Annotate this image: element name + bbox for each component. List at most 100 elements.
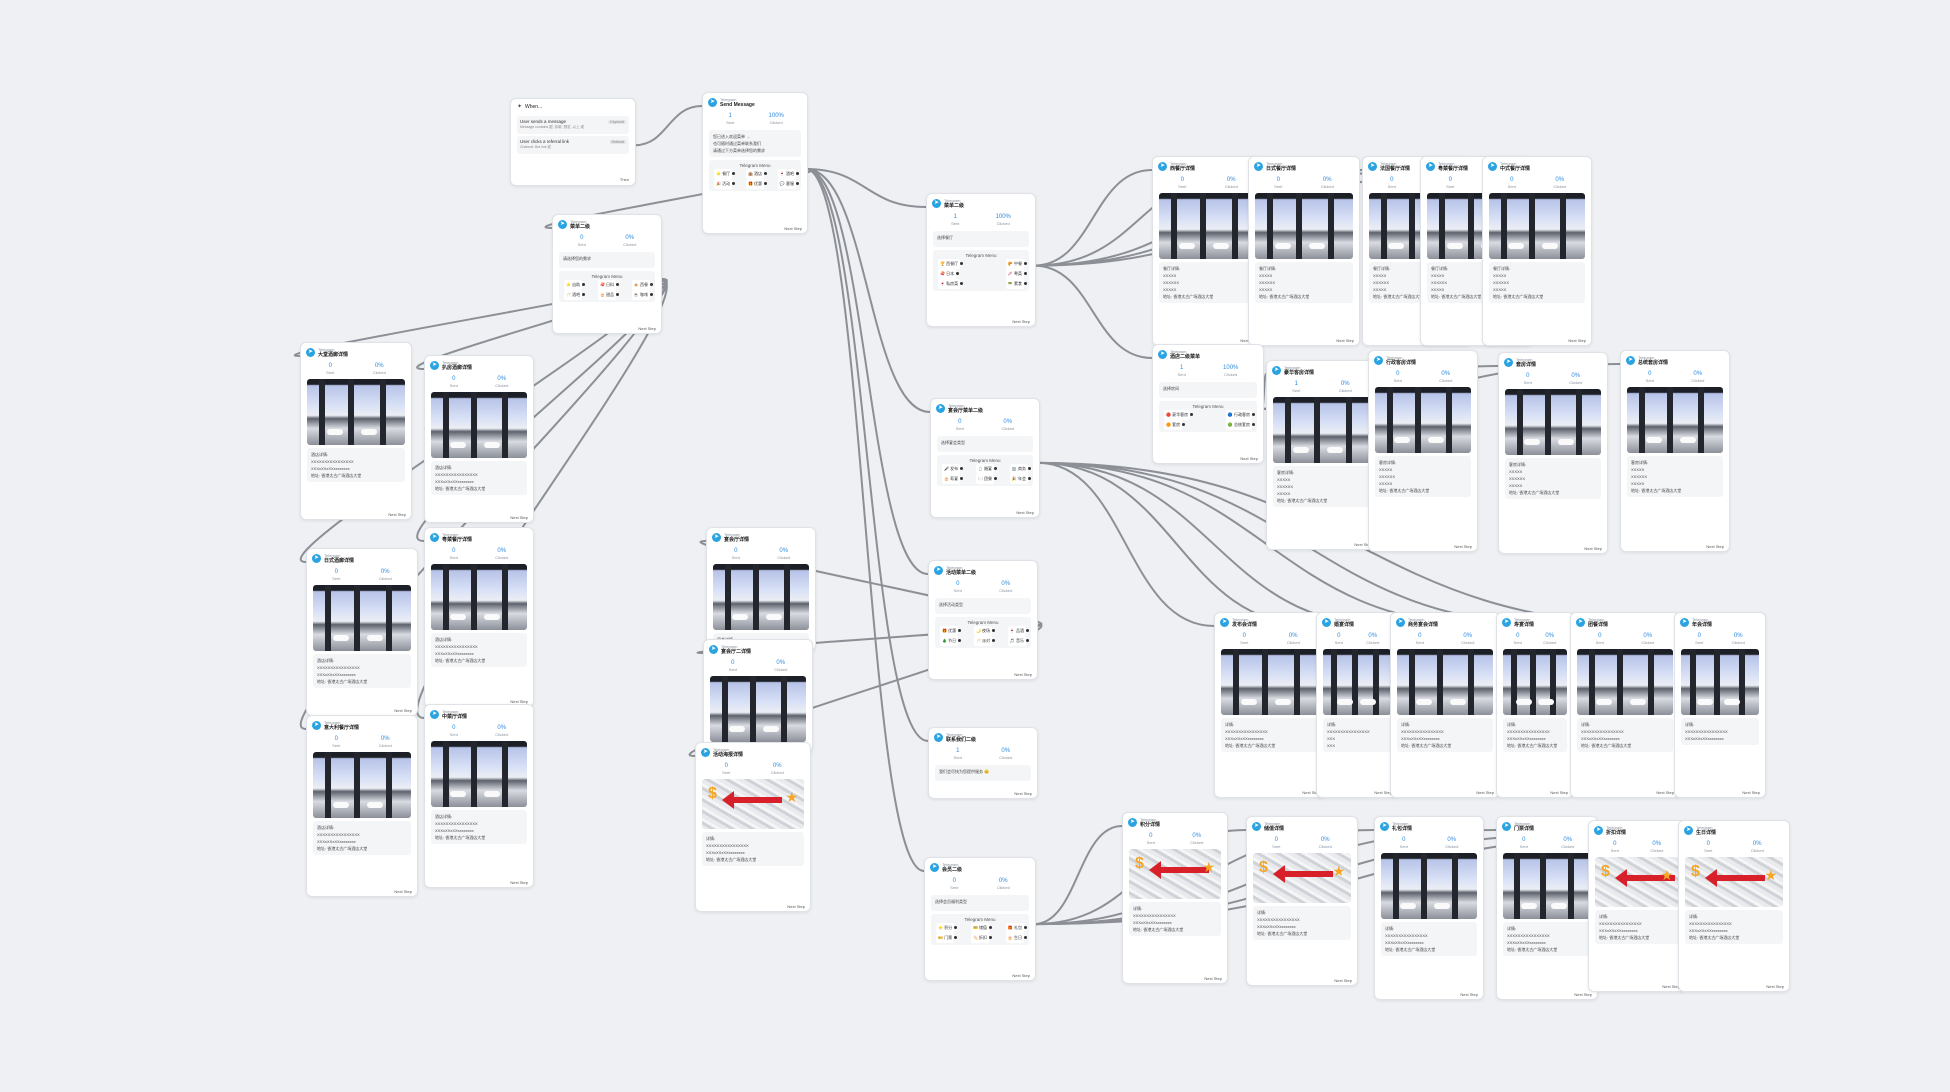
menu-button[interactable]: 🥂 派对	[973, 636, 996, 646]
next-step-label[interactable]: Next Step	[1374, 790, 1392, 795]
next-step-label[interactable]: Next Step	[388, 512, 406, 517]
next-step-label[interactable]: Next Step	[394, 708, 412, 713]
menu-button[interactable]: 🍽️ 团餐	[975, 474, 998, 484]
trigger-item-referral[interactable]: User clicks a referral link Channel: Bot…	[517, 136, 629, 154]
menu-button[interactable]: ⭐ 餐厅	[714, 169, 736, 179]
menu-button[interactable]: 🥂 酒吧	[564, 290, 586, 300]
next-step-label[interactable]: Next Step	[394, 889, 412, 894]
menu-button[interactable]: 🎵 音乐	[1007, 636, 1030, 646]
menu-button[interactable]: 🎄 节日	[940, 636, 962, 646]
menu-button[interactable]: 🎂 寿宴	[942, 474, 964, 484]
next-step-label[interactable]: Next Step	[784, 226, 802, 231]
menu-button[interactable]: 🎂 生日	[1005, 933, 1028, 943]
next-step-label[interactable]: Next Step	[1336, 338, 1354, 343]
menu-button[interactable]: 🟢 总统套房	[1225, 420, 1256, 430]
menu-button[interactable]: 🍷 酒吧	[777, 169, 800, 179]
menu-button[interactable]: 🎉 活动	[714, 179, 736, 189]
menu-button[interactable]: 🎫 门票	[936, 933, 958, 943]
menu-button[interactable]: 💍 婚宴	[975, 464, 998, 474]
menu-button[interactable]: 🟠 套房	[1164, 420, 1186, 430]
menu-button[interactable]: 🎤 发布	[942, 464, 964, 474]
next-step-label[interactable]: Next Step	[1240, 456, 1258, 461]
trigger-item-message[interactable]: User sends a message Message contains 银,…	[517, 116, 629, 134]
menu-button[interactable]: 🍷 私房菜	[938, 279, 964, 289]
menu-button[interactable]: 🏨 酒店	[745, 169, 768, 179]
menu-button[interactable]: 🍷 品酒	[1007, 626, 1030, 636]
next-step-label[interactable]: Next Step	[1204, 976, 1222, 981]
menu-button[interactable]: 🎉 年会	[1009, 474, 1032, 484]
menu-button[interactable]: 🎁 优惠	[745, 179, 768, 189]
menu-button[interactable]: ⭐ 自助	[564, 280, 586, 290]
next-step-label[interactable]: Next Step	[1584, 546, 1602, 551]
next-step-label[interactable]: Next Step	[1574, 992, 1592, 997]
menu-button[interactable]: ☕ 咖啡	[631, 290, 654, 300]
menu-button[interactable]: 🏷️ 折扣	[970, 933, 993, 943]
next-step-label[interactable]: Next Step	[787, 904, 805, 909]
next-step-label[interactable]: Next Step	[1550, 790, 1568, 795]
next-step-label[interactable]: Next Step	[1460, 992, 1478, 997]
next-step-label[interactable]: Next Step	[1742, 790, 1760, 795]
menu-button[interactable]: 🎁 优惠	[940, 626, 962, 636]
menu-button[interactable]: 🥢 粤菜	[1005, 269, 1028, 279]
menu-button[interactable]: 🔴 豪华客房	[1164, 410, 1194, 420]
next-step-label[interactable]: Next Step	[1476, 790, 1494, 795]
next-step-label[interactable]: Next Step	[1568, 338, 1586, 343]
menu-button[interactable]: 🏢 商务	[1009, 464, 1032, 474]
next-step-label[interactable]: Next Step	[1016, 510, 1034, 515]
next-step-label[interactable]: Next Step	[510, 880, 528, 885]
menu-button[interactable]: 🍝 西餐	[631, 280, 654, 290]
next-step-label[interactable]: Next Step	[1354, 542, 1372, 547]
next-step-label[interactable]: Next Step	[638, 326, 656, 331]
next-step-label[interactable]: Next Step	[1766, 984, 1784, 989]
menu-button[interactable]: 🥐 中餐	[1005, 259, 1028, 269]
menu-button[interactable]: 🏆 西餐厅	[938, 259, 964, 269]
menu-button[interactable]: 💬 客服	[777, 179, 800, 189]
next-step-label[interactable]: Next Step	[1012, 319, 1030, 324]
next-step-label[interactable]: Next Step	[1656, 790, 1674, 795]
next-step-label[interactable]: Next Step	[510, 515, 528, 520]
next-step-label[interactable]: Next Step	[1334, 978, 1352, 983]
next-step-label[interactable]: Next Step	[1302, 790, 1320, 795]
menu-button[interactable]: 🍣 日本	[938, 269, 960, 279]
flow-node-card-m2[interactable]: ➤Telegram宴会厅二详情0Sent0%Clicked宴会详情:XXXXXX…	[703, 639, 813, 753]
menu-button[interactable]: 🎁 礼包	[1005, 923, 1028, 933]
menu-button[interactable]: 🔵 行政客房	[1225, 410, 1256, 420]
next-step-label[interactable]: Next Step	[1706, 544, 1724, 549]
menu-button[interactable]: 🎂 甜品	[597, 290, 620, 300]
next-step-label[interactable]: Next Step	[1014, 791, 1032, 796]
trigger-node[interactable]: ✦When... User sends a message Message co…	[510, 98, 636, 186]
next-step-label[interactable]: Next Step	[1662, 984, 1680, 989]
flow-node-card-m1[interactable]: ➤Telegram宴会厅详情0Sent0%Clicked宴会详情:XXXXXXX…	[706, 527, 816, 651]
menu-button[interactable]: 🍣 日料	[597, 280, 620, 290]
menu-button[interactable]: 💳 储值	[970, 923, 993, 933]
